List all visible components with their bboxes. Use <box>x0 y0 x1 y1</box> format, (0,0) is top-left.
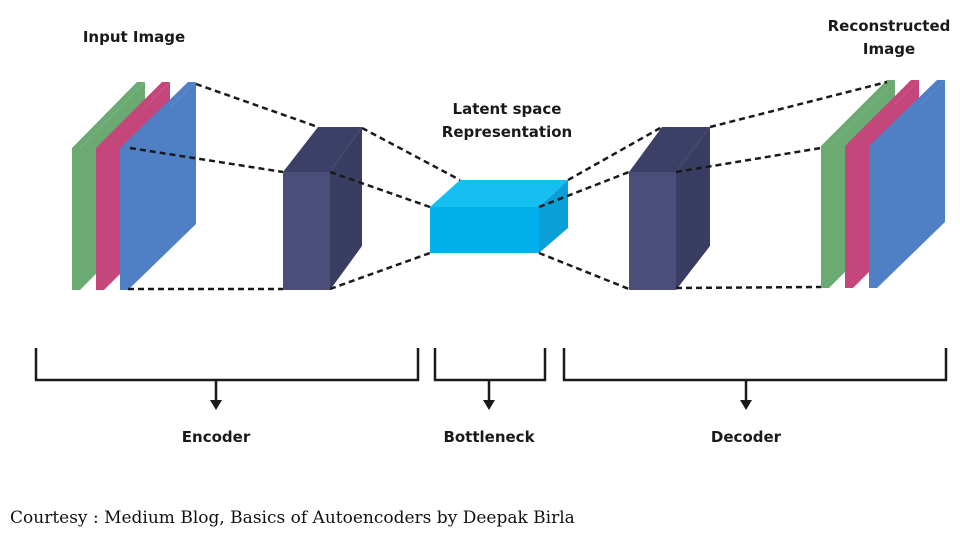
decoder-brace <box>562 348 948 410</box>
latent-block-top <box>430 180 568 207</box>
output-layer-green-front <box>821 146 829 288</box>
courtesy-caption: Courtesy : Medium Blog, Basics of Autoen… <box>10 508 575 528</box>
reconstructed-label-line1: Reconstructed <box>828 17 951 35</box>
encoder-block-front <box>283 172 330 290</box>
dash-enc-bottom <box>329 251 431 291</box>
output-layer-pink-front <box>845 146 853 288</box>
dash-enc-top <box>361 126 461 182</box>
output-layer-blue-front <box>869 146 877 288</box>
bottleneck-brace <box>433 348 547 410</box>
latent-block <box>430 180 568 253</box>
dash-dec-mid <box>538 170 630 209</box>
latent-label-line2: Representation <box>442 123 572 141</box>
dash-enc-mid <box>329 170 431 209</box>
decoder-block-top <box>629 127 710 172</box>
output-layer-blue-top <box>869 80 945 146</box>
output-layer-blue-side <box>877 80 945 288</box>
encoder-block <box>283 127 362 290</box>
latent-block-front <box>430 207 539 253</box>
dash-input-top <box>195 82 319 129</box>
input-layer-blue-front <box>120 148 128 290</box>
encoder-arrow-head <box>210 400 222 410</box>
latent-label-line1: Latent space <box>453 100 562 118</box>
output-layer-pink-top <box>845 80 919 146</box>
dash-dec-top <box>567 125 663 182</box>
encoder-block-side <box>330 127 362 290</box>
bottleneck-arrow-head <box>483 400 495 410</box>
projection-lines <box>128 80 888 291</box>
decoder-block <box>629 127 710 290</box>
input-layer-blue-side <box>128 82 196 290</box>
input-layer-green-front <box>72 148 80 290</box>
output-layer-green-top <box>821 80 895 146</box>
dash-dec-bottom <box>538 251 630 291</box>
input-image-layers <box>72 82 196 290</box>
dash-input-mid <box>129 146 284 174</box>
decoder-label: Decoder <box>711 428 782 446</box>
encoder-block-top <box>283 127 362 172</box>
reconstructed-label-line2: Image <box>863 40 915 58</box>
input-layer-blue-top <box>120 82 196 148</box>
dash-output-top <box>709 80 888 129</box>
encoder-label: Encoder <box>182 428 251 446</box>
decoder-arrow-head <box>740 400 752 410</box>
input-layer-pink-front <box>96 148 104 290</box>
dash-output-bottom <box>675 285 822 290</box>
reconstructed-image-layers <box>821 80 945 288</box>
input-layer-pink-top <box>96 82 170 148</box>
dash-output-mid <box>675 146 822 174</box>
encoder-brace <box>34 348 420 410</box>
bottleneck-label: Bottleneck <box>443 428 535 446</box>
decoder-block-front <box>629 172 676 290</box>
input-layer-green <box>72 82 145 148</box>
input-image-label: Input Image <box>83 28 185 46</box>
